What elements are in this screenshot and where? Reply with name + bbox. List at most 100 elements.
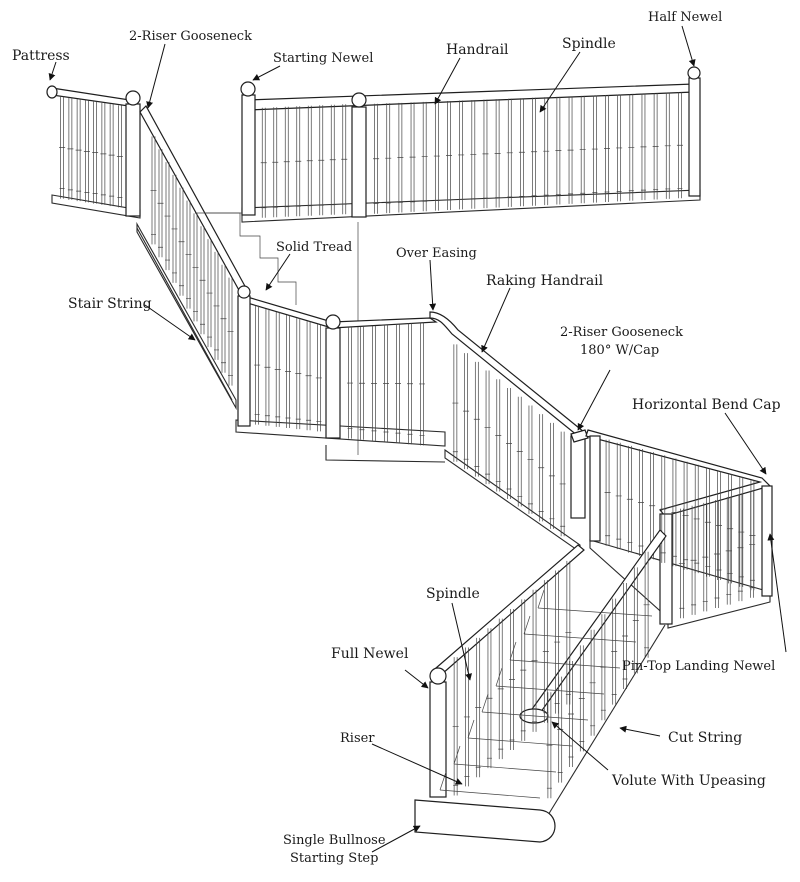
spindle-mark — [559, 431, 566, 537]
spindle-mark — [329, 104, 336, 215]
spindle-mark — [305, 321, 312, 431]
label-2-riser-gooseneck-top: 2-Riser Gooseneck — [129, 29, 252, 44]
step-tread — [481, 693, 589, 721]
label-spindle-top: Spindle — [562, 36, 616, 52]
spindle-mark — [452, 657, 459, 796]
upper-back-gallery — [195, 66, 701, 455]
spindle-mark — [92, 101, 99, 204]
spindle-mark — [371, 325, 377, 441]
spindle-mark — [568, 661, 574, 767]
spindle-mark — [589, 629, 596, 736]
spindle-mark — [737, 494, 744, 602]
spindle-mark — [260, 107, 267, 218]
spindle-mark — [702, 502, 709, 612]
label-starting-newel: Starting Newel — [273, 51, 373, 66]
callout-labels: Pattress 2-Riser Gooseneck Starting Newe… — [12, 10, 781, 866]
spindle-mark — [482, 99, 489, 209]
spindle-mark — [419, 322, 425, 446]
spindle-mark — [693, 464, 700, 574]
right-landing — [585, 429, 773, 629]
spindle-mark — [164, 162, 171, 271]
label-2-riser-gooseneck-180-line1: 2-Riser Gooseneck — [560, 325, 683, 340]
spindle-mark — [495, 379, 502, 492]
spindle-mark — [506, 388, 512, 499]
spindle-mark — [484, 370, 491, 485]
lower-flight — [414, 529, 667, 843]
spindle-mark — [116, 105, 123, 208]
spindle-mark — [385, 103, 392, 214]
spindle-mark — [108, 104, 115, 207]
spindle-mark — [274, 311, 281, 427]
label-riser: Riser — [340, 731, 375, 746]
spindle-mark — [565, 560, 572, 705]
spindle-mark — [83, 100, 90, 203]
step-tread — [509, 641, 621, 669]
spindle-mark — [409, 102, 416, 212]
spindle-mark — [347, 327, 353, 439]
spindle-mark — [643, 551, 650, 658]
spindle-mark — [185, 200, 192, 309]
spindle-mark — [254, 305, 261, 425]
spindle-mark — [714, 500, 720, 608]
label-solid-tread: Solid Tread — [276, 240, 352, 255]
spindle-mark — [407, 323, 413, 445]
spindle-mark — [538, 414, 545, 522]
spindle-mark — [716, 471, 722, 580]
step-tread — [495, 667, 605, 695]
label-volute-with-upeasing: Volute With Upeasing — [611, 773, 766, 789]
label-half-newel: Half Newel — [648, 10, 722, 25]
spindle-mark — [486, 628, 493, 769]
upper-left-gallery — [46, 85, 141, 219]
spindle-mark — [604, 439, 611, 546]
spindle-mark — [75, 99, 82, 202]
spindle-mark — [318, 105, 325, 216]
step-tread — [537, 589, 653, 617]
step-tread — [439, 771, 541, 799]
spindle-mark — [473, 361, 480, 477]
spindle-mark — [725, 497, 732, 605]
spindle-mark — [150, 136, 157, 245]
spindle-mark — [470, 100, 477, 209]
spindle-mark — [295, 318, 302, 430]
spindle-mark — [640, 93, 647, 201]
step-tread — [453, 745, 557, 773]
spindle-mark — [516, 396, 523, 507]
spindle-mark — [638, 449, 644, 556]
spindle-mark — [206, 239, 213, 348]
spindle-mark — [546, 692, 553, 799]
spindle-mark — [397, 102, 404, 213]
label-single-bullnose-line1: Single Bullnose — [283, 833, 386, 848]
spindle-mark — [676, 92, 683, 199]
spindle-mark — [213, 251, 220, 360]
spindle-mark — [578, 645, 585, 752]
spindle-mark — [554, 570, 561, 714]
spindle-mark — [682, 461, 689, 570]
spindle-mark — [611, 598, 618, 705]
spindle-mark — [446, 101, 452, 210]
spindle-mark — [494, 99, 501, 208]
spindle-mark — [509, 609, 515, 750]
label-2-riser-gooseneck-180-line2: 180° W/Cap — [580, 343, 659, 358]
spindle-mark — [518, 98, 525, 207]
upper-flight — [136, 105, 297, 411]
spindle-mark — [678, 508, 685, 619]
spindle-mark — [373, 103, 380, 214]
spindle-mark — [616, 94, 623, 202]
label-pin-top-landing-newel: Pin-Top Landing Newel — [622, 659, 775, 674]
spindle-mark — [433, 101, 440, 211]
spindle-mark — [622, 583, 628, 689]
spindle-mark — [531, 97, 538, 206]
spindle-mark — [475, 637, 482, 778]
spindle-mark — [626, 445, 633, 553]
spindle-mark — [171, 174, 178, 283]
spindle-mark — [671, 458, 678, 567]
spindle-mark — [59, 96, 66, 199]
spindle-mark — [567, 96, 574, 204]
spindle-mark — [628, 94, 635, 201]
spindle-mark — [100, 102, 107, 205]
spindle-mark — [738, 477, 745, 587]
spindle-mark — [264, 308, 271, 426]
spindle-mark — [548, 422, 555, 529]
spindle-mark — [359, 326, 365, 440]
spindle-mark — [615, 442, 622, 550]
